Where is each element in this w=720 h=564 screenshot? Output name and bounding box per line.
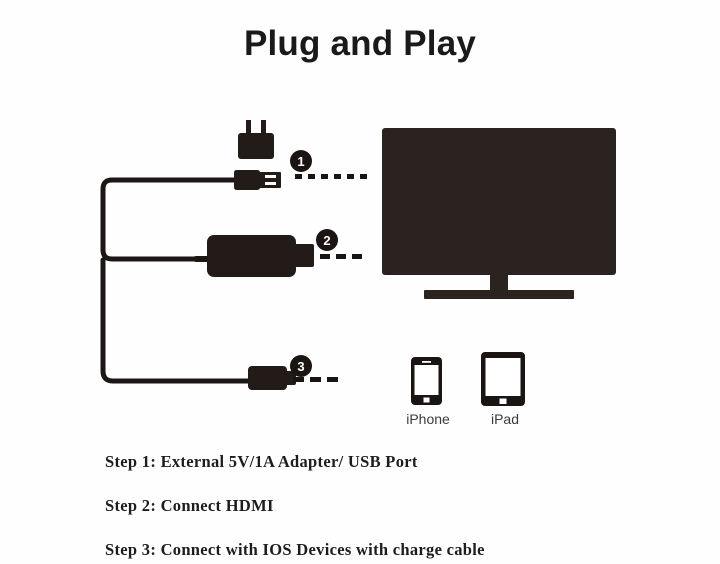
tv-screen-panel bbox=[382, 128, 616, 275]
power-adapter bbox=[238, 120, 274, 159]
tv-stand-base bbox=[424, 290, 574, 299]
step-item-2: Step 2: Connect HDMI bbox=[105, 496, 274, 515]
usb-tip bbox=[259, 172, 281, 188]
usb-contact-slot-top bbox=[265, 175, 276, 178]
callout-1-number: 1 bbox=[297, 154, 304, 169]
callout-3-badge bbox=[290, 355, 312, 377]
hdmi-connector bbox=[207, 235, 314, 277]
adapter-prong-left bbox=[246, 120, 251, 134]
tv-stand-neck bbox=[490, 274, 508, 294]
callout-2-dashes bbox=[320, 254, 362, 259]
usb-shell bbox=[234, 170, 260, 190]
callout-2: 2 bbox=[316, 229, 362, 259]
callout-3-number: 3 bbox=[297, 359, 304, 374]
adapter-prong-right bbox=[261, 120, 266, 134]
ipad-home-button bbox=[499, 398, 507, 404]
usb-contact-slot-bottom bbox=[265, 182, 276, 185]
iphone-label: iPhone bbox=[406, 411, 450, 427]
hdmi-body bbox=[207, 235, 296, 277]
usb-connector bbox=[234, 170, 281, 190]
iphone-speaker bbox=[422, 361, 431, 363]
lightning-connector bbox=[248, 366, 296, 390]
callout-1-badge bbox=[290, 150, 312, 172]
cable-segment-usb bbox=[100, 177, 239, 262]
callout-3: 3 bbox=[290, 355, 338, 382]
cable-segment-lightning bbox=[100, 257, 253, 384]
lightning-body bbox=[248, 366, 287, 390]
step-item-1: Step 1: External 5V/1A Adapter/ USB Port bbox=[105, 452, 418, 471]
television bbox=[382, 128, 616, 299]
callout-2-number: 2 bbox=[323, 233, 330, 248]
cable bbox=[100, 177, 253, 384]
page-title: Plug and Play bbox=[243, 24, 477, 63]
callout-1: 1 bbox=[290, 150, 367, 179]
ipad-label: iPad bbox=[490, 411, 520, 427]
iphone-screen bbox=[414, 365, 439, 395]
callout-1-dashes bbox=[295, 174, 367, 179]
ipad-icon bbox=[481, 352, 525, 406]
hdmi-tip bbox=[293, 244, 314, 267]
iphone-icon bbox=[411, 357, 442, 405]
ipad-screen bbox=[485, 358, 521, 396]
adapter-body bbox=[238, 133, 274, 159]
step-item-3: Step 3: Connect with IOS Devices with ch… bbox=[105, 540, 485, 559]
callout-2-badge bbox=[316, 229, 338, 251]
callout-3-dashes bbox=[293, 377, 338, 382]
steps-list: Step 1: External 5V/1A Adapter/ USB Port… bbox=[105, 452, 665, 560]
iphone-home-button bbox=[423, 397, 430, 403]
